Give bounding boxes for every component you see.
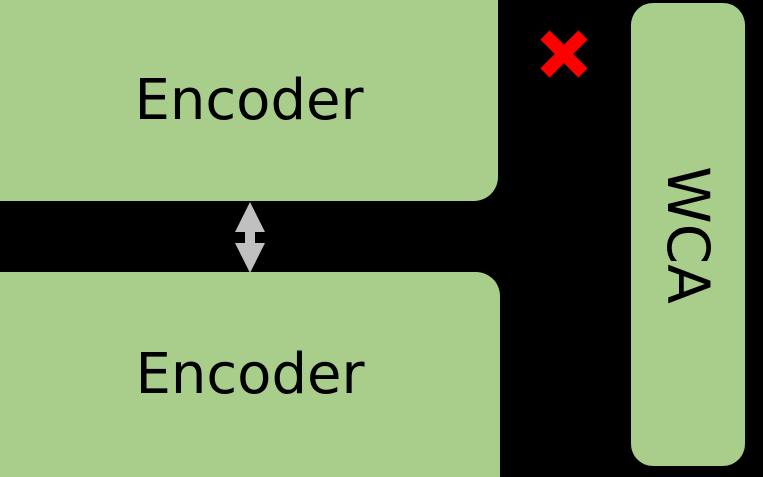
wca-block: WCA xyxy=(631,3,745,466)
encoder-block-top-label: Encoder xyxy=(134,67,364,133)
encoder-block-top: Encoder xyxy=(0,0,498,201)
bidirectional-arrow-shape xyxy=(235,202,265,273)
wca-block-label: WCA xyxy=(654,165,722,304)
red-cross-icon xyxy=(538,28,590,80)
bidirectional-arrow-icon xyxy=(232,200,268,275)
bidirectional-arrow-svg xyxy=(235,202,265,273)
encoder-block-bottom-label: Encoder xyxy=(135,341,365,407)
encoder-block-bottom: Encoder xyxy=(0,272,500,477)
red-cross-svg xyxy=(540,30,588,78)
red-cross-strokes xyxy=(540,30,588,78)
